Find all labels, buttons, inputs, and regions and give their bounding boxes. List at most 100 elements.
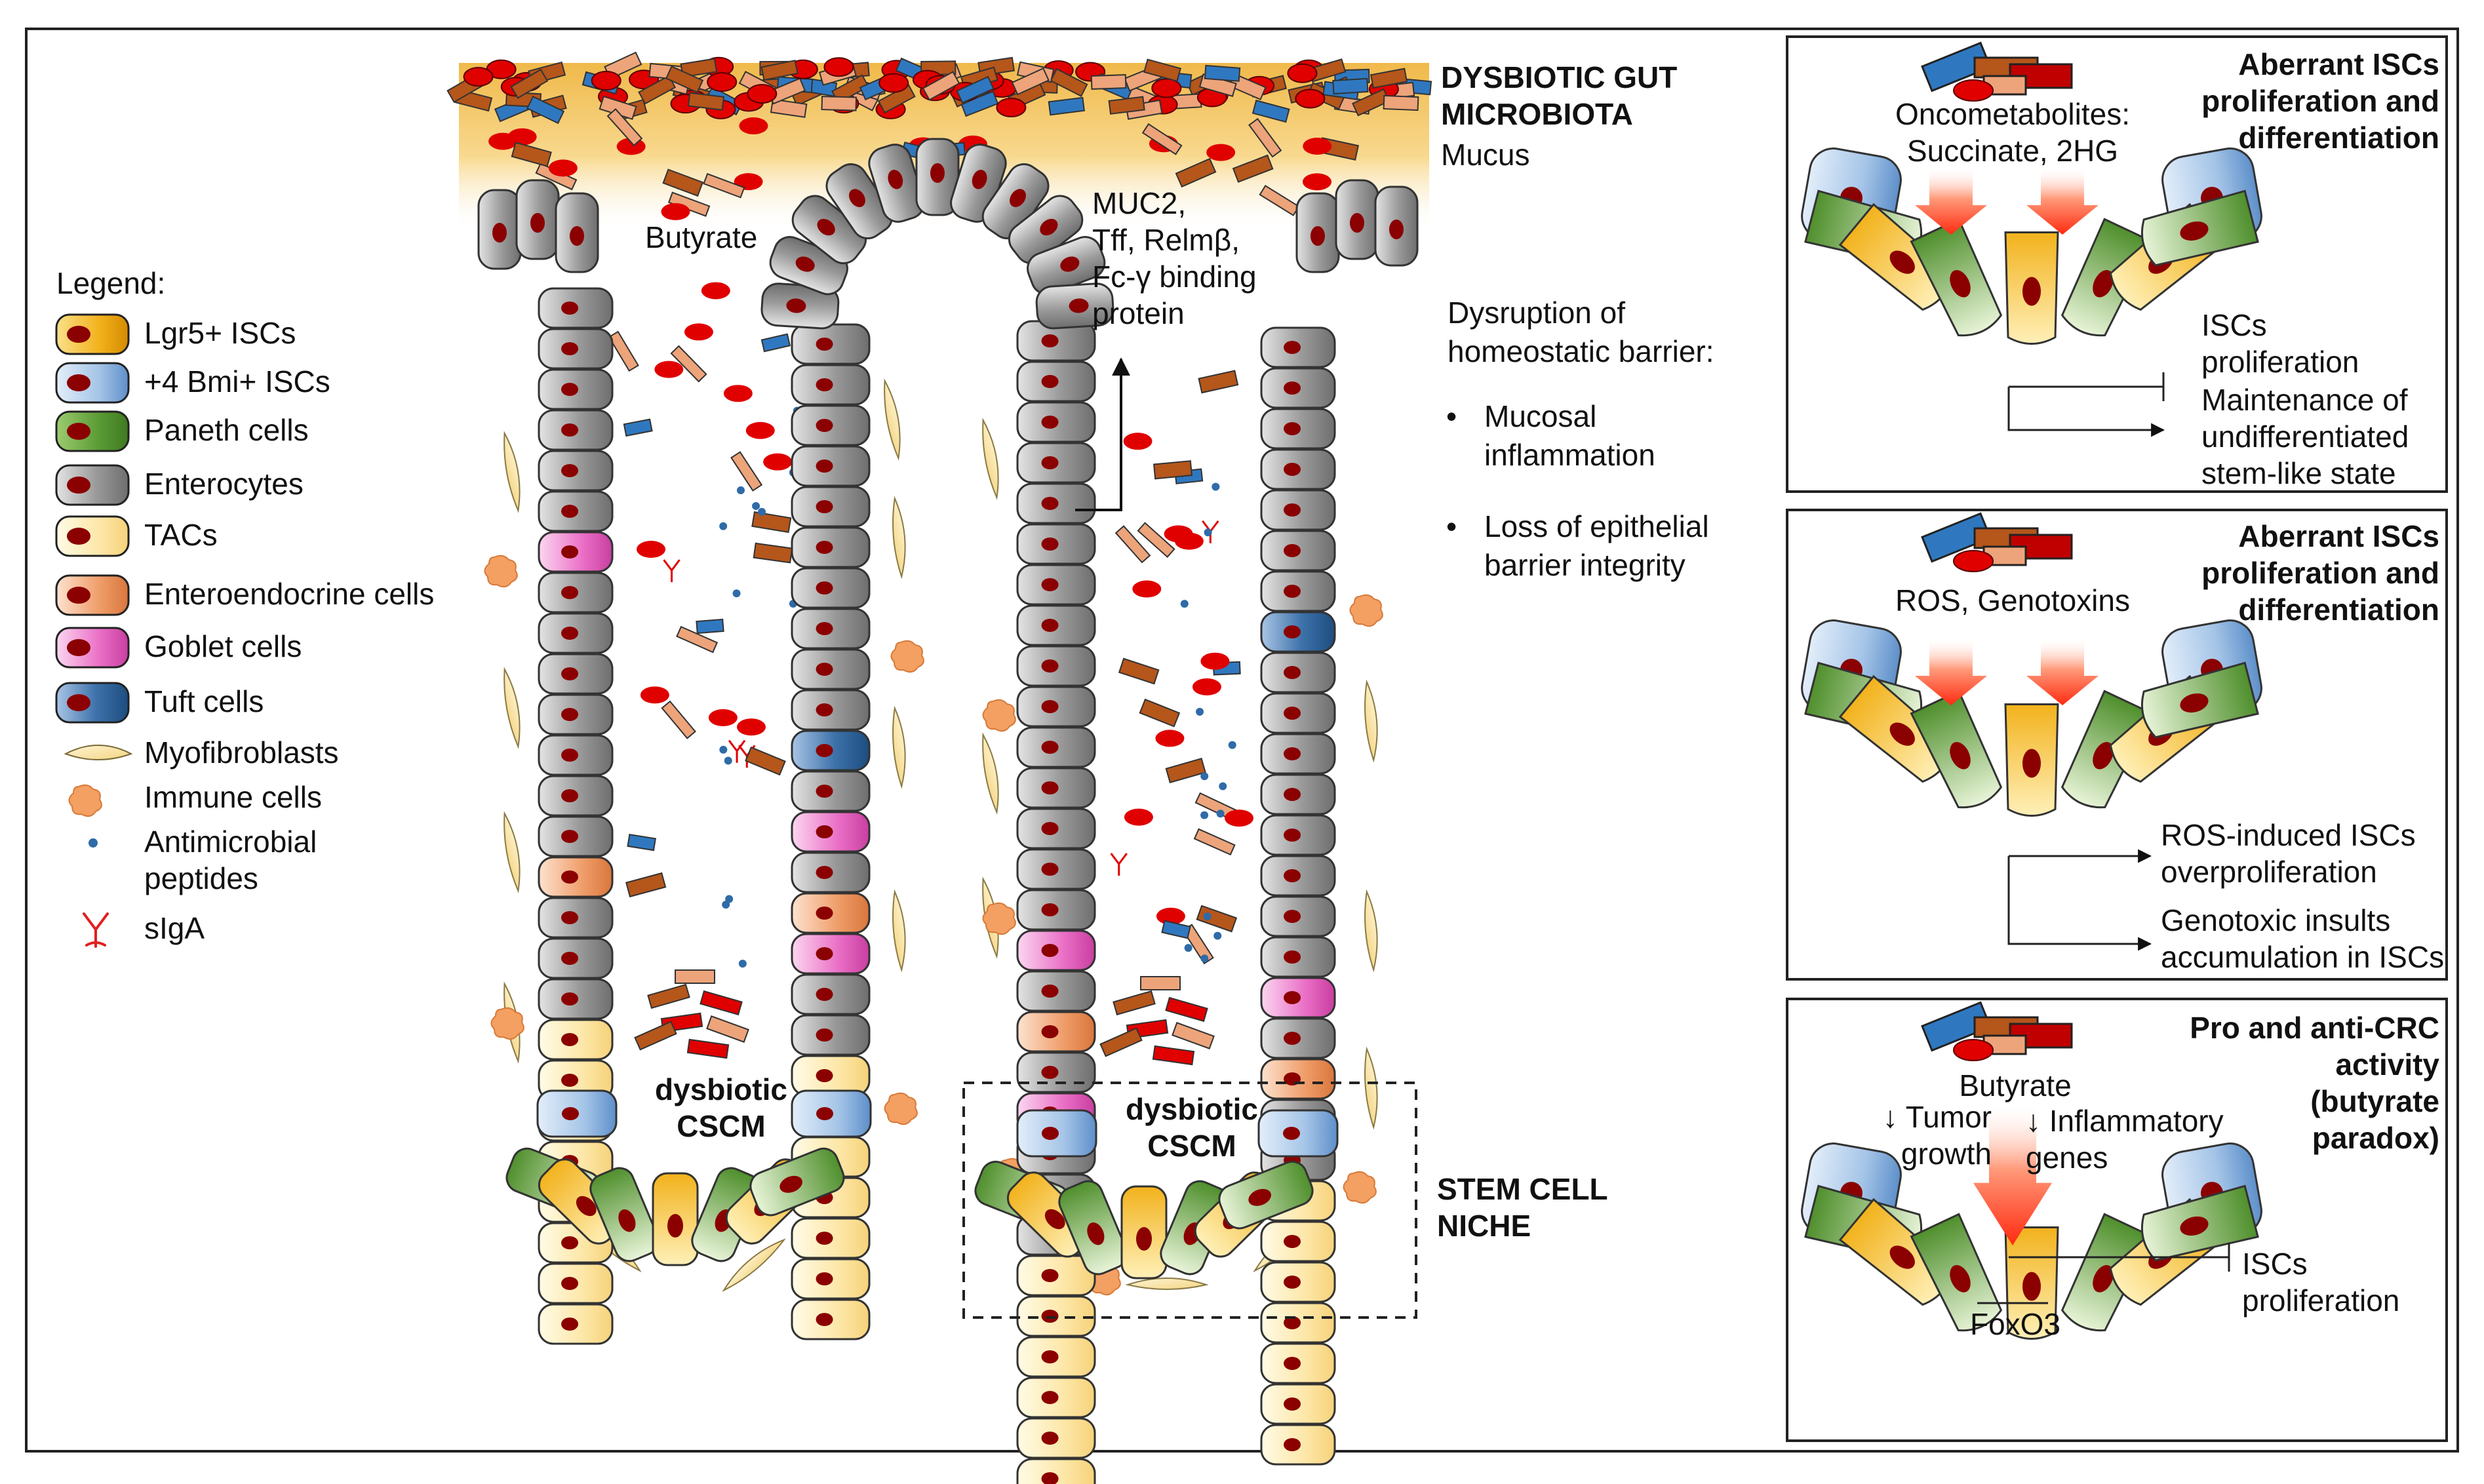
bacterium: [696, 618, 724, 635]
barrier-title: Dysruption of homeostatic barrier:: [1448, 296, 1714, 368]
panel-frame-3: [1786, 998, 2448, 1442]
cell-nucleus: [816, 1313, 833, 1326]
bacterium: [1303, 137, 1332, 155]
cell-nucleus: [816, 419, 833, 432]
cell-goblet: [791, 933, 871, 975]
myofibroblast: [503, 431, 521, 513]
cell-nucleus: [816, 785, 833, 798]
panel-frame-1: [1786, 35, 2448, 493]
bacterium: [703, 172, 745, 199]
panel3-effect-1: ↓ Tumor growth: [1882, 1100, 1992, 1171]
bacterium: [1287, 63, 1318, 83]
cell-nucleus: [849, 189, 865, 207]
cell-goblet: [1260, 977, 1336, 1019]
legend-cell-shape: [55, 627, 130, 669]
cell-enterocyte: [791, 526, 871, 568]
cell-enterocyte: [1260, 936, 1336, 978]
legend-myofibroblast-shape: [64, 745, 133, 760]
siga: [728, 739, 746, 763]
bacterium: [1225, 810, 1254, 827]
cell-nucleus: [618, 1209, 636, 1232]
antimicrobial-peptide: [736, 486, 745, 494]
cell-enterocyte: [538, 572, 614, 614]
cell-enterocyte: [791, 689, 871, 731]
bacterium: [747, 84, 778, 104]
cell-enterocyte: [1016, 970, 1096, 1012]
cell-nucleus: [1041, 781, 1059, 794]
cell-enterocyte: [791, 608, 871, 650]
cell-nucleus: [561, 383, 579, 396]
cell-nucleus: [1389, 220, 1404, 239]
panel-niche-cell-paneth: [2060, 1213, 2154, 1332]
cell-nucleus: [1950, 270, 1971, 298]
bacterium: [1383, 94, 1419, 111]
cell-nucleus: [816, 1069, 833, 1082]
cell-nucleus: [816, 825, 833, 838]
cell-enterocyte: [791, 851, 871, 893]
bacterium: [637, 541, 666, 558]
cell-enterocyte: [538, 612, 614, 654]
legend-siga-shape: [83, 912, 109, 948]
panel3-title: Pro and anti-CRC activity (butyrate para…: [2190, 1011, 2439, 1156]
bacterium: [627, 833, 656, 851]
cell-bmi: [536, 1089, 618, 1138]
bacterium: [623, 418, 653, 437]
legend-cell-shape: [55, 410, 130, 452]
myofibroblast: [1364, 679, 1378, 763]
cap-cell: [477, 189, 522, 270]
legend-label: Enteroendocrine cells: [144, 577, 435, 611]
cell-enterocyte: [791, 364, 871, 406]
legend-nucleus: [67, 639, 90, 656]
bacterium: [723, 385, 753, 402]
bacterium: [1175, 157, 1217, 188]
legend-label: sIgA: [144, 911, 205, 945]
bacterium: [511, 142, 552, 167]
panel-frame-2: [1786, 509, 2448, 981]
myofibroblast: [982, 418, 999, 500]
cell-bmi: [1016, 1109, 1097, 1158]
cell-tac: [1016, 1458, 1096, 1484]
cell-nucleus: [1284, 707, 1301, 720]
cell-enterocyte: [538, 815, 614, 857]
cell-enterocyte: [538, 775, 614, 817]
panel-artwork: [1801, 41, 2262, 1340]
cscm-label-left: dysbiotic CSCM: [655, 1072, 787, 1144]
antimicrobial-peptide: [1212, 482, 1220, 491]
myofibroblast: [892, 705, 906, 789]
cell-nucleus: [816, 378, 833, 391]
cell-nucleus: [816, 500, 833, 513]
bacterium: [956, 75, 995, 104]
cell-nucleus: [972, 170, 987, 189]
bacterium: [1196, 905, 1238, 933]
bacterium: [1252, 99, 1290, 123]
bacterium: [745, 746, 786, 776]
myofibroblast: [892, 889, 906, 973]
antimicrobial-peptide: [719, 522, 728, 530]
antimicrobial-peptide: [1184, 944, 1193, 952]
cell-nucleus: [1889, 250, 1915, 274]
cell-nucleus: [561, 1236, 579, 1249]
cell-enterocyte: [1260, 733, 1336, 775]
legend-cell-shape: [55, 313, 130, 355]
cell-nucleus: [1284, 1397, 1301, 1411]
panel1-outcome-1: ISCs proliferation: [2201, 308, 2359, 380]
cell-nucleus: [561, 1277, 579, 1290]
cell-nucleus: [561, 1074, 579, 1087]
immune-cell: [884, 1092, 918, 1125]
cell-nucleus: [561, 749, 579, 762]
legend-nucleus: [67, 326, 90, 343]
legend-swatch-goblet-cells: [55, 627, 130, 669]
legend-swatch-paneth-cells: [55, 410, 130, 452]
bacterium: [634, 1021, 677, 1051]
cell-nucleus: [1041, 1269, 1059, 1282]
cell-nucleus: [1284, 1235, 1301, 1248]
cell-nucleus: [1041, 1432, 1059, 1445]
legend-peptide-dot: [89, 838, 98, 848]
cell-nucleus: [786, 298, 806, 313]
legend-label: Antimicrobial peptides: [144, 825, 317, 896]
bacterium: [821, 96, 858, 111]
bacterium: [1232, 154, 1274, 183]
legend-label: Lgr5+ ISCs: [144, 316, 296, 350]
legend-swatch-immune-cells: [68, 784, 102, 817]
cell-nucleus: [816, 1232, 833, 1245]
